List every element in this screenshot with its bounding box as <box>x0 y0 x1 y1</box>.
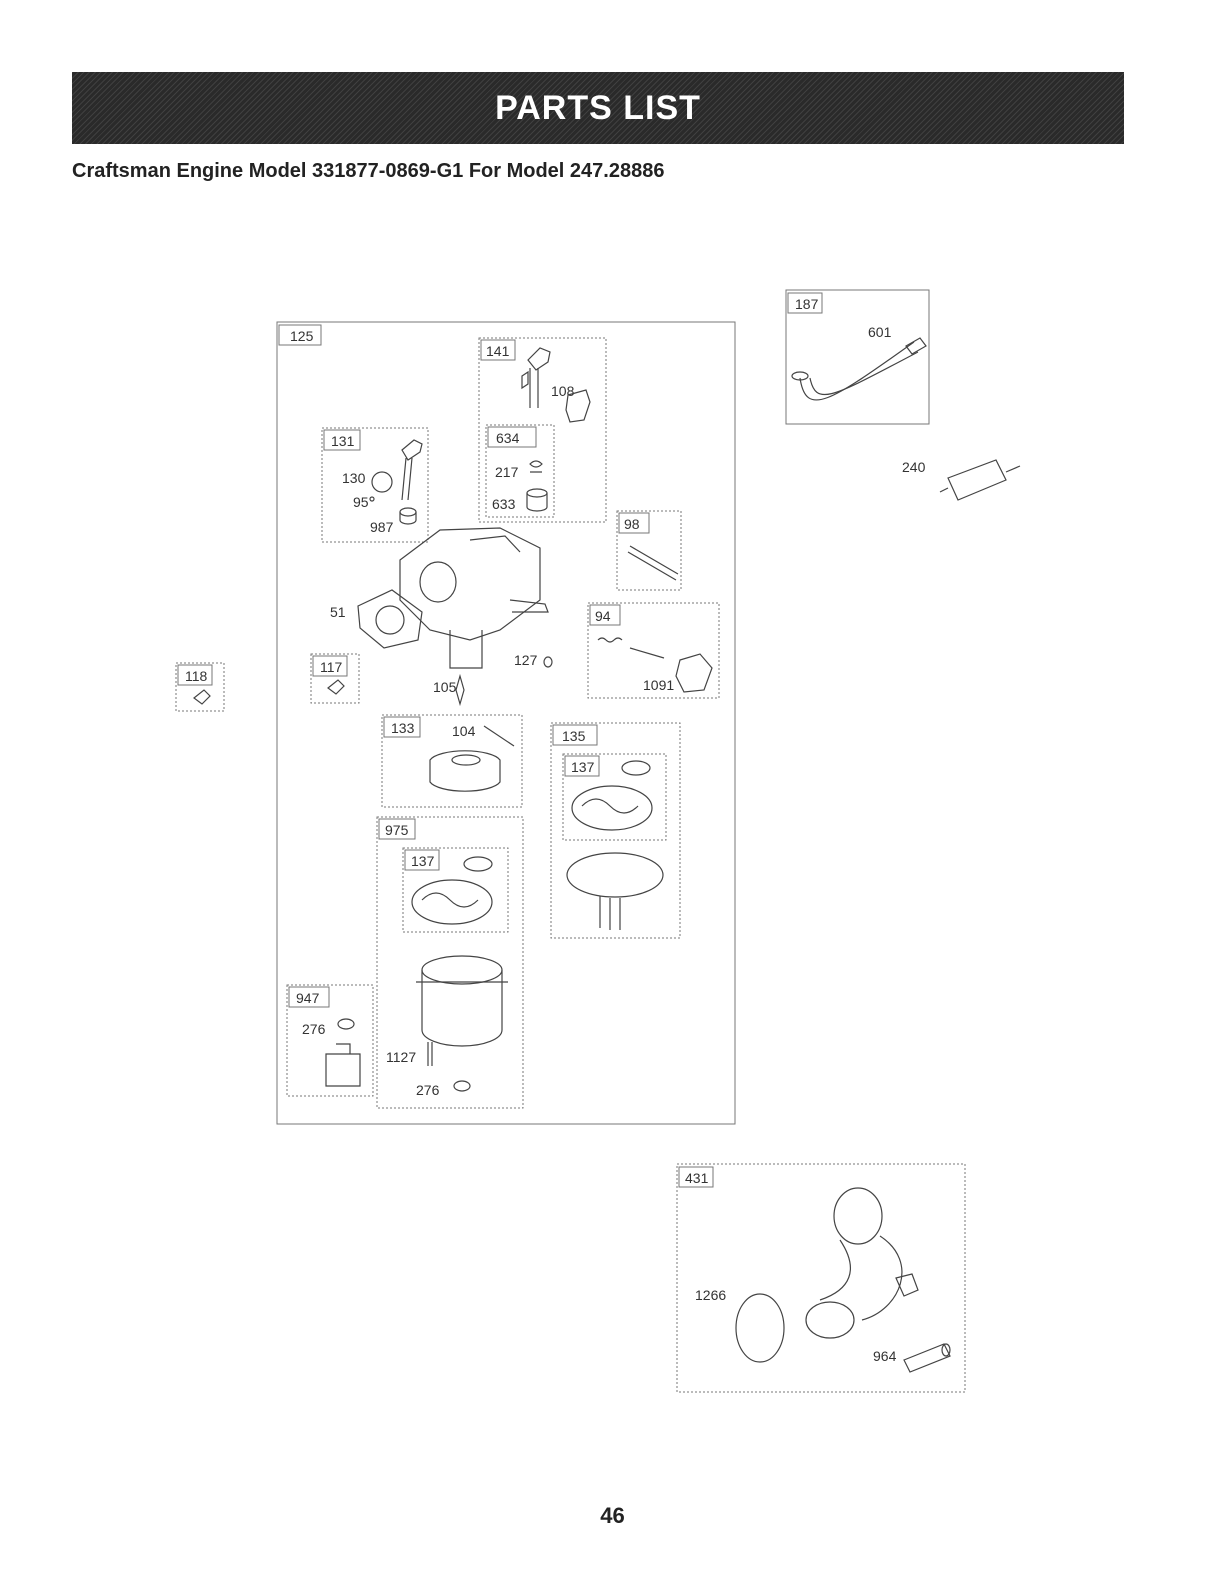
washer-127-drawing <box>544 657 552 667</box>
throttle-plate-drawing <box>566 390 590 422</box>
tube-964-drawing <box>904 1344 950 1372</box>
carburetor-body-drawing <box>400 528 548 668</box>
float-133-drawing <box>430 751 500 791</box>
box-label-187: 187 <box>795 296 819 312</box>
fuel-line-drawing <box>792 338 926 400</box>
washer-276-b-drawing <box>454 1081 470 1091</box>
part-label-964: 964 <box>873 1348 897 1364</box>
part-label-240: 240 <box>902 459 926 475</box>
seal-987-drawing <box>400 508 416 524</box>
fuel-filter-drawing <box>940 460 1020 500</box>
page-number: 46 <box>0 1503 1225 1529</box>
part-label-276-a: 276 <box>302 1021 326 1037</box>
float-pin-drawing <box>484 726 514 746</box>
part-label-95: 95 <box>353 494 369 510</box>
box-label-947: 947 <box>296 990 320 1006</box>
box-label-118: 118 <box>185 668 208 684</box>
part-label-130: 130 <box>342 470 366 486</box>
part-label-1266: 1266 <box>695 1287 726 1303</box>
needle-105-drawing <box>456 676 464 704</box>
part-label-127: 127 <box>514 652 538 668</box>
box-label-94: 94 <box>595 608 611 624</box>
part-label-633: 633 <box>492 496 516 512</box>
part-label-1091: 1091 <box>643 677 674 693</box>
box-label-137-a: 137 <box>571 759 595 775</box>
solenoid-947-drawing <box>326 1044 360 1086</box>
throttle-shaft-drawing <box>522 348 550 408</box>
spring-drawing <box>530 461 542 472</box>
washer-276-a-drawing <box>338 1019 354 1029</box>
box-label-133: 133 <box>391 720 415 736</box>
part-label-104: 104 <box>452 723 476 739</box>
box-label-137-b: 137 <box>411 853 435 869</box>
o-ring-1266-drawing <box>736 1294 784 1362</box>
screw-118-drawing <box>194 690 210 704</box>
gasket-51-drawing <box>358 590 422 648</box>
box-label-634: 634 <box>496 430 520 446</box>
choke-shaft-drawing <box>402 440 422 500</box>
part-label-987: 987 <box>370 519 394 535</box>
box-label-98: 98 <box>624 516 640 532</box>
bushing-drawing <box>527 489 547 511</box>
part-label-217: 217 <box>495 464 519 480</box>
screw-117-drawing <box>328 680 344 694</box>
box-label-141: 141 <box>486 343 510 359</box>
screw-95-drawing <box>370 497 374 501</box>
part-label-601: 601 <box>868 324 892 340</box>
screw-98-drawing <box>628 546 678 580</box>
screw-1127-drawing <box>428 1042 432 1066</box>
box-label-131: 131 <box>331 433 355 449</box>
box-label-135: 135 <box>562 728 586 744</box>
frame-431 <box>677 1164 965 1392</box>
box-label-431: 431 <box>685 1170 709 1186</box>
box-label-117: 117 <box>320 659 343 675</box>
box-label-975: 975 <box>385 822 409 838</box>
box-label-125: 125 <box>290 328 314 344</box>
part-label-105: 105 <box>433 679 457 695</box>
intake-elbow-drawing <box>806 1188 918 1338</box>
part-label-51: 51 <box>330 604 346 620</box>
plate-135-drawing <box>567 853 663 930</box>
part-label-276-b: 276 <box>416 1082 440 1098</box>
float-bowl-drawing <box>416 956 508 1046</box>
part-label-1127: 1127 <box>386 1049 416 1065</box>
choke-plate-drawing <box>372 472 392 492</box>
part-label-108: 108 <box>551 383 575 399</box>
